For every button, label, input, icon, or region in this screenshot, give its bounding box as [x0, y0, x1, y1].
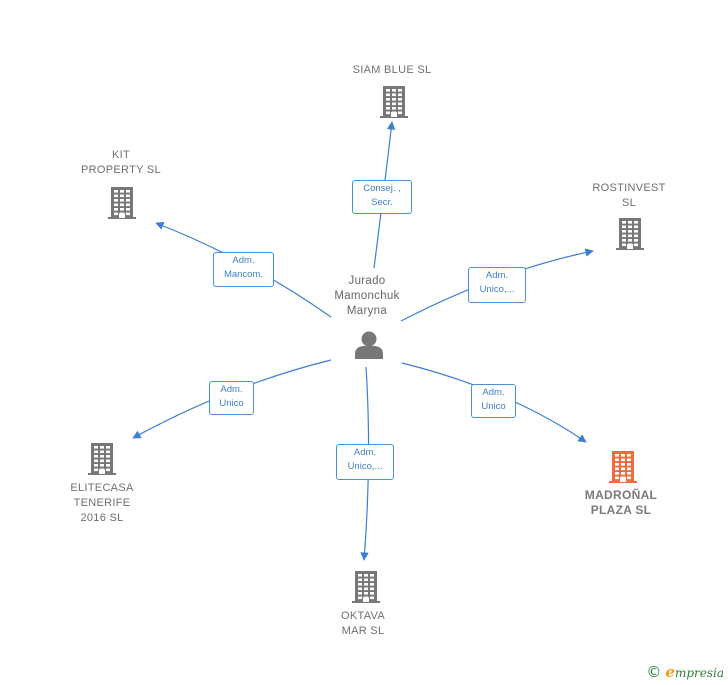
building-icon[interactable]: [352, 571, 380, 603]
edge-label-madronal[interactable]: Adm. Unico: [471, 384, 516, 418]
brand-logo[interactable]: empresia: [665, 663, 724, 681]
node-label-kit[interactable]: KIT PROPERTY SL: [81, 149, 161, 176]
edge-label-kit[interactable]: Adm. Mancom.: [213, 252, 274, 287]
node-label-madronal[interactable]: MADROÑAL PLAZA SL: [584, 488, 658, 517]
footer-brand: © empresia: [646, 663, 724, 681]
node-label-rostinvest[interactable]: ROSTINVEST SL: [592, 182, 666, 209]
edge-label-oktava[interactable]: Adm. Unico,...: [336, 444, 394, 480]
person-name[interactable]: Jurado Mamonchuk Maryna: [334, 275, 400, 317]
copyright-icon: ©: [646, 663, 662, 681]
building-icon[interactable]: [609, 451, 637, 483]
edge-label-siam[interactable]: Consej. , Secr.: [352, 180, 412, 214]
edge-label-rostinvest[interactable]: Adm. Unico,...: [468, 267, 526, 303]
building-icon[interactable]: [88, 443, 116, 475]
node-label-elitecasa[interactable]: ELITECASA TENERIFE 2016 SL: [70, 482, 134, 524]
building-icon[interactable]: [108, 187, 136, 219]
building-icon[interactable]: [380, 86, 408, 118]
person-icon[interactable]: [355, 331, 383, 360]
node-label-oktava[interactable]: OKTAVA MAR SL: [341, 610, 385, 637]
edge-label-elitecasa[interactable]: Adm. Unico: [209, 381, 254, 415]
building-icon[interactable]: [616, 218, 644, 250]
node-label-siam[interactable]: SIAM BLUE SL: [352, 64, 432, 76]
